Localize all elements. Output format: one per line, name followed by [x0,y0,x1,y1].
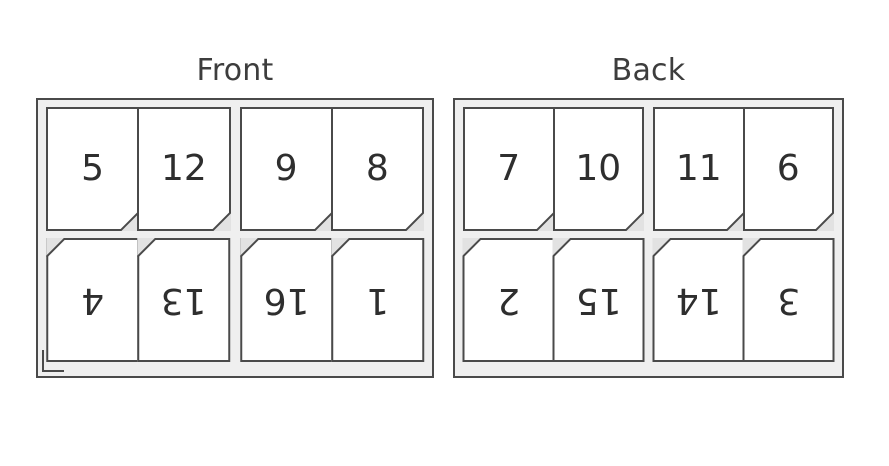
page-number: 14 [675,280,722,321]
page-number: 1 [365,280,389,321]
press-sheet-back[interactable]: 7 10 [453,98,844,378]
page-fold-corner-icon [653,238,672,257]
page-fold-corner-icon [405,212,424,231]
page-number: 15 [575,280,622,321]
imposed-page[interactable]: 9 [239,107,333,231]
page-number: 3 [776,280,800,321]
page-number: 2 [497,280,521,321]
imposed-page[interactable]: 10 [552,107,644,231]
page-row-front-bottom: 4 13 [46,238,424,362]
imposed-page[interactable]: 16 [239,238,333,362]
page-row-back-top: 7 10 [463,107,834,231]
page-row-back-bottom: 2 15 [463,238,834,362]
page-number: 8 [365,148,389,189]
page-fold-corner-icon [742,238,762,257]
sheet-group-front: Front 5 12 [36,52,434,378]
sheet-title-front: Front [196,53,274,88]
page-fold-corner-icon [239,238,259,257]
page-fold-corner-icon [463,238,482,257]
page-number: 9 [274,148,298,189]
imposed-page[interactable]: 14 [653,238,745,362]
page-row-front-top: 5 12 [46,107,424,231]
page-fold-corner-icon [330,238,350,257]
page-number: 16 [263,280,310,321]
page-number: 7 [497,148,521,189]
page-fold-corner-icon [625,212,644,231]
page-fold-corner-icon [46,238,65,257]
imposed-page[interactable]: 13 [137,238,231,362]
imposed-page[interactable]: 8 [330,107,424,231]
imposed-page[interactable]: 12 [137,107,231,231]
page-fold-corner-icon [211,212,231,231]
imposed-page[interactable]: 1 [330,238,424,362]
page-fold-corner-icon [815,212,834,231]
press-sheet-front[interactable]: 5 12 [36,98,434,378]
page-fold-corner-icon [552,238,572,257]
page-number: 13 [160,280,207,321]
imposed-page[interactable]: 11 [653,107,745,231]
sheet-group-back: Back 7 10 [453,52,844,378]
imposed-page[interactable]: 7 [463,107,555,231]
page-number: 10 [575,148,622,189]
page-number: 5 [81,148,105,189]
sheet-inner-back: 7 10 [463,107,834,366]
page-number: 12 [160,148,207,189]
imposed-page[interactable]: 6 [742,107,834,231]
page-number: 4 [81,280,105,321]
sheet-title-back: Back [611,53,686,88]
imposed-page[interactable]: 2 [463,238,555,362]
sheet-inner-front: 5 12 [42,107,424,372]
page-number: 6 [776,148,800,189]
page-fold-corner-icon [137,238,157,257]
imposed-page[interactable]: 3 [742,238,834,362]
imposed-page[interactable]: 4 [46,238,140,362]
imposed-page[interactable]: 15 [552,238,644,362]
imposed-page[interactable]: 5 [46,107,140,231]
page-number: 11 [675,148,722,189]
